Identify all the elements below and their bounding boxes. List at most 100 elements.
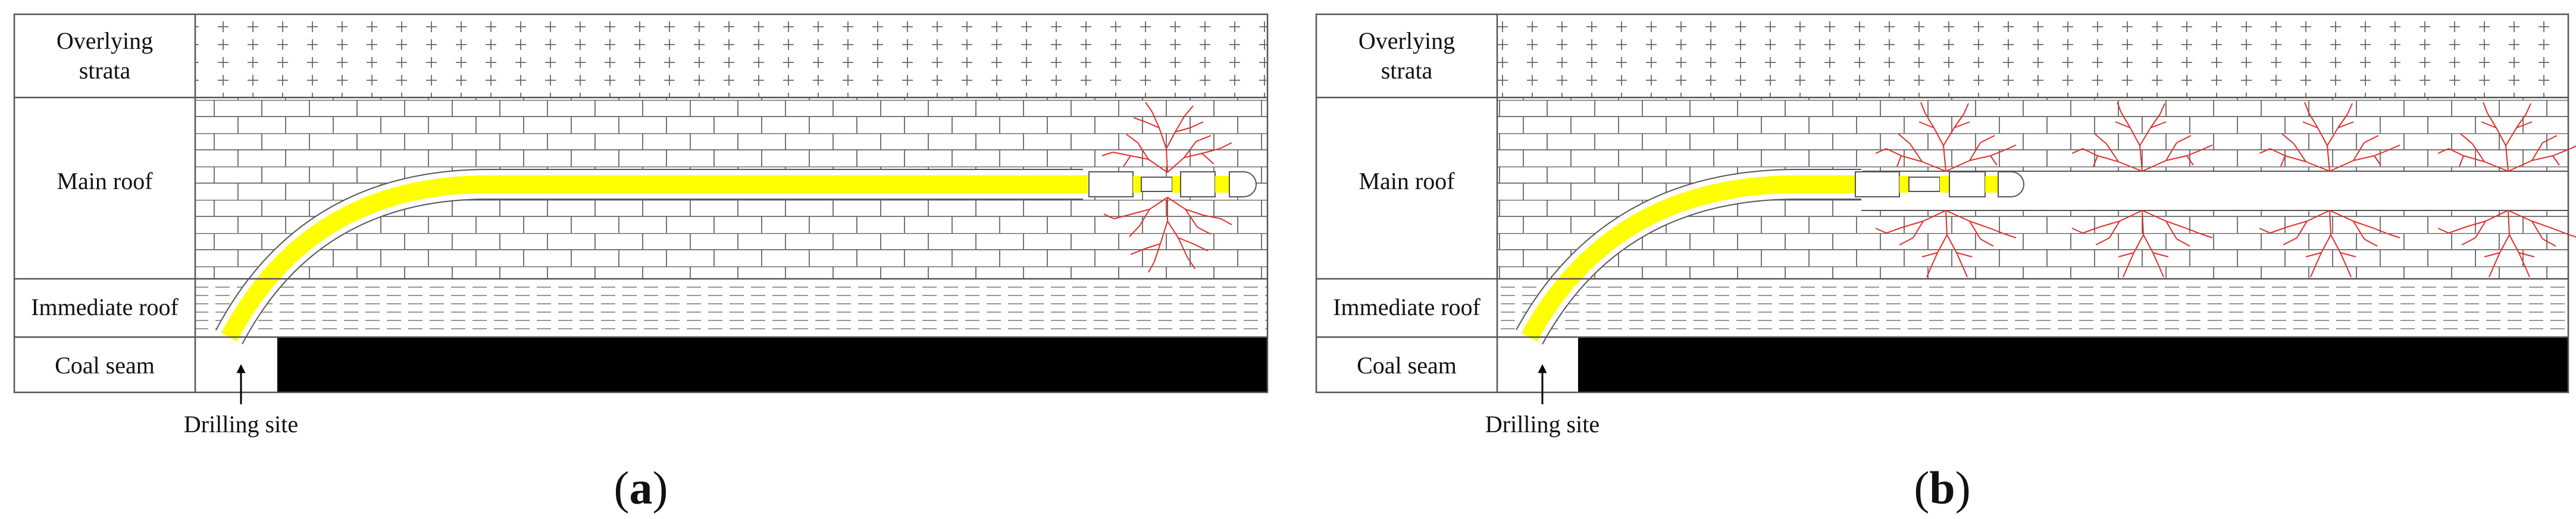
fracture-branch [2465,221,2486,228]
fracture-branch [2389,144,2400,150]
fracture-branch [2353,221,2374,229]
fracture-branch [2329,160,2354,172]
fracture-branch [2099,221,2120,228]
fracture-branch [2508,210,2510,235]
fracture-branch [1896,155,1902,167]
fracture-branch [2296,221,2308,238]
fracture-branch [1990,149,2006,156]
fracture-branch [2552,149,2568,156]
fracture-branch [2126,252,2134,269]
yellow-segment [1215,176,1229,193]
fracture-branch [2460,133,2473,144]
fracture-branch [1901,155,1923,162]
fracture-branch [2437,228,2449,234]
fracture-branch [2308,112,2318,128]
fracture-branch [1875,228,1887,234]
fracture-branch [2487,112,2497,128]
borehole-yellow-fill [221,175,1088,341]
fracture-branch [2280,155,2286,167]
fracture-branch [1937,234,1948,253]
fracture-branch [2186,228,2202,235]
fracture-branch [2159,103,2165,115]
fracture-clusters [1875,102,2576,278]
fracture-lower [1103,197,1232,273]
coal-seam-label: Coal seam [55,352,155,379]
fracture-branch [2109,221,2120,238]
fracture-branch [1969,221,1981,240]
overlying-strata-label: Overlying [1359,27,1455,54]
fracture-branch [2516,114,2527,128]
panel-b: Overlying strata Main roof Immediate roo… [1315,13,2576,514]
fracture-branch [2353,142,2365,161]
fracture-branch [2459,155,2464,167]
packer-gap [1088,171,1134,197]
immediate-roof-label: Immediate roof [31,294,179,320]
fracture-branch [2525,103,2531,115]
fracture-branch [2364,135,2379,143]
fracture-branch [1933,127,1944,146]
fracture-branch [1910,143,1923,162]
fracture-branch [2509,234,2519,253]
yellow-segment [1985,176,1998,193]
fracture-branch [2317,127,2328,146]
fracture-branch [2186,155,2194,166]
fracture-branch [2552,228,2568,235]
fracture-branch [2329,210,2354,222]
coal-seam-black [1578,337,2568,392]
fracture-branch [2485,210,2509,222]
fracture-branch [2142,210,2144,235]
fracture-branch [2508,210,2533,222]
fracture-branch [2552,155,2560,166]
fracture-branch [2329,210,2331,235]
fracture-branch [1954,114,1964,128]
fracture-branch [2448,227,2466,234]
fracture-branch [2472,143,2485,162]
panel-b-caption: (b) [1914,462,1970,514]
fracture-branch [1980,135,1995,143]
fracture-branch [2071,148,2083,154]
fracture-branch [2097,155,2119,162]
fracture-branch [2117,102,2122,114]
yellow-segment [1133,176,1141,193]
borehole-tip [1998,171,2024,197]
main-roof-label: Main roof [1359,168,1455,194]
fracture-branch [2347,268,2352,278]
fracture-branch [2484,252,2500,257]
fracture-branch [1886,227,1904,234]
fracture-branch [2567,145,2576,150]
immediate-roof-label: Immediate roof [1333,294,1481,320]
panel-a-caption: (a) [614,462,668,514]
fracture-branch [2293,143,2306,162]
fracture-branch [2483,102,2488,114]
fracture-branch [2489,268,2493,278]
coal-seam-black [277,337,1267,392]
fracture-branch [2542,238,2556,247]
fracture-branch [2201,234,2213,238]
fracture-branch [1945,210,1970,222]
overlying-strata-layer [1497,14,2568,97]
fracture-branch [2531,155,2553,161]
fracture-branch [2115,121,2131,128]
yellow-segment [1940,176,1949,193]
fracture-branch [2176,238,2190,247]
fracture-branch [2201,144,2213,150]
panel-a: Overlying strata Main roof Immediate roo… [13,13,1269,514]
fracture-branch [1963,103,1969,115]
fracture-branch [2281,133,2295,144]
fracture-branch [1926,268,1931,278]
drilling-site-label: Drilling site [184,411,298,438]
fracture-branch [2284,155,2306,162]
fracture-branch [1956,252,1973,257]
fracture-branch [2531,221,2553,229]
fracture-branch [1945,160,1970,172]
fracture-branch [2353,155,2375,161]
fracture-branch [1954,121,1970,128]
fracture-branch [1875,148,1887,154]
fracture-branch [2448,148,2464,156]
fracture-branch [2525,268,2530,278]
fracture-branch [2321,234,2331,253]
fracture-branch [2314,252,2322,269]
fracture-branch [2165,142,2177,161]
fracture-branch [1898,133,1911,144]
fracture-branch [2337,114,2348,128]
